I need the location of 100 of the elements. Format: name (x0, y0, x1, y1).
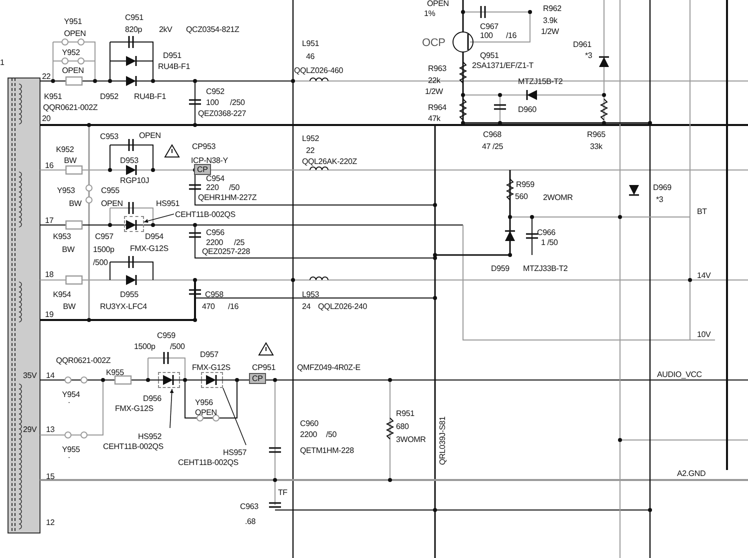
part-label: QQLZ026-240 (318, 302, 367, 311)
part-label: QETM1HM-228 (300, 446, 354, 455)
net-label: BT (697, 207, 707, 216)
leader-line (144, 214, 174, 223)
part-label: ICP-N38-Y (191, 156, 228, 165)
part-label: 3.9k (543, 16, 558, 25)
part-label: K953 (53, 232, 71, 241)
part-label: BW (62, 245, 74, 254)
part-label: C951 (125, 13, 144, 22)
part-label: D961 (573, 40, 592, 49)
part-label: OPEN (62, 66, 84, 75)
part-label: /50 (326, 430, 337, 439)
pin-number: 20 (42, 114, 50, 123)
part-label: Y955 (62, 445, 80, 454)
part-label: CEHT11B-002QS (103, 442, 164, 451)
part-label: 22k (428, 76, 440, 85)
net-label: 14V (697, 271, 711, 280)
part-label: RU4B-F1 (158, 62, 190, 71)
part-label: 680 (396, 422, 409, 431)
part-label: CP951 (252, 363, 276, 372)
part-label: 820p (125, 25, 142, 34)
part-label: L953 (302, 290, 319, 299)
part-label: 46 (306, 52, 314, 61)
heatsink-outline (158, 372, 180, 388)
part-label: C967 (480, 22, 498, 31)
part-label: HS951 (156, 199, 180, 208)
part-label: Y951 (64, 17, 82, 26)
part-label: D955 (120, 290, 138, 299)
part-label: L951 (302, 39, 319, 48)
pin-number: 18 (45, 270, 54, 279)
part-label: 1 /50 (541, 238, 558, 247)
pin-number: 1 (0, 58, 4, 67)
part-label: QCZ0354-821Z (186, 25, 240, 34)
part-label: R963 (428, 64, 446, 73)
part-label: /500 (170, 342, 185, 351)
part-label: C960 (300, 419, 318, 428)
part-label: OPEN (139, 131, 161, 140)
part-label: 560 (515, 192, 528, 201)
pin-number: 14 (46, 371, 54, 380)
part-label: 2WOMR (543, 193, 573, 202)
part-label: /500 (93, 258, 108, 267)
part-label: 1500p (93, 245, 114, 254)
part-label: L952 (302, 134, 319, 143)
part-label: OPEN (101, 199, 123, 208)
part-label: D952 (100, 92, 118, 101)
part-label: C966 (537, 228, 556, 237)
part-label: C954 (206, 174, 224, 183)
part-label: D969 (653, 183, 672, 192)
part-label: BW (69, 199, 82, 208)
part-label: .68 (245, 517, 256, 526)
pin-number: 17 (45, 216, 54, 225)
part-label: Y953 (57, 186, 75, 195)
part-label: 2SA1371/EF/Z1-T (472, 61, 534, 70)
part-label: MTZJ33B-T2 (523, 264, 568, 273)
part-label: OCP (422, 37, 446, 49)
part-label: C952 (206, 87, 224, 96)
part-label: QMFZ049-4R0Z-E (297, 363, 360, 372)
part-label: 100 (206, 98, 219, 107)
net-label: AUDIO_VCC (657, 370, 702, 379)
part-label: R962 (543, 4, 562, 13)
part-label: 33k (590, 142, 602, 151)
part-label: RU4B-F1 (134, 92, 166, 101)
part-label: /250 (230, 98, 245, 107)
protector-symbol: CP (194, 164, 211, 175)
part-label: *3 (585, 51, 592, 60)
leader-line (170, 388, 174, 428)
part-label: FMX-G12S (115, 404, 154, 413)
part-label: C958 (205, 290, 224, 299)
part-label: RGP10J (120, 176, 150, 185)
part-label: D957 (200, 350, 218, 359)
part-label: QRL039J-S81 (438, 416, 447, 465)
part-label: QQL26AK-220Z (302, 157, 357, 166)
net-label: A2.GND (677, 469, 706, 478)
part-label: 220 (206, 183, 219, 192)
pin-number: 22 (42, 72, 50, 81)
part-label: Y954 (62, 390, 80, 399)
part-label: 24 (302, 302, 310, 311)
part-label: QEHR1HM-227Z (198, 193, 257, 202)
pin-number: 19 (45, 310, 54, 319)
part-label: D956 (143, 394, 162, 403)
pin-number: 29V (23, 425, 37, 434)
part-label: RU3YX-LFC4 (100, 302, 147, 311)
heatsink-outline (124, 216, 144, 232)
part-label: R964 (428, 103, 446, 112)
part-label: FMX-G12S (192, 363, 230, 372)
pin-number: 13 (46, 425, 54, 434)
part-label: OPEN (64, 29, 86, 38)
part-label: D954 (145, 232, 164, 241)
part-label: . (68, 451, 70, 460)
part-label: OPEN (195, 408, 217, 417)
part-label: TF (278, 488, 288, 497)
part-label: C968 (483, 130, 502, 139)
part-label: QQR0621-002Z (56, 356, 111, 365)
part-label: D953 (120, 156, 138, 165)
part-label: HS957 (223, 448, 246, 457)
part-label: HS952 (138, 432, 162, 441)
part-label: /25 (234, 238, 245, 247)
part-label: QQR0621-002Z (43, 103, 98, 112)
part-label: K951 (44, 92, 62, 101)
part-label: Y956 (195, 398, 213, 407)
